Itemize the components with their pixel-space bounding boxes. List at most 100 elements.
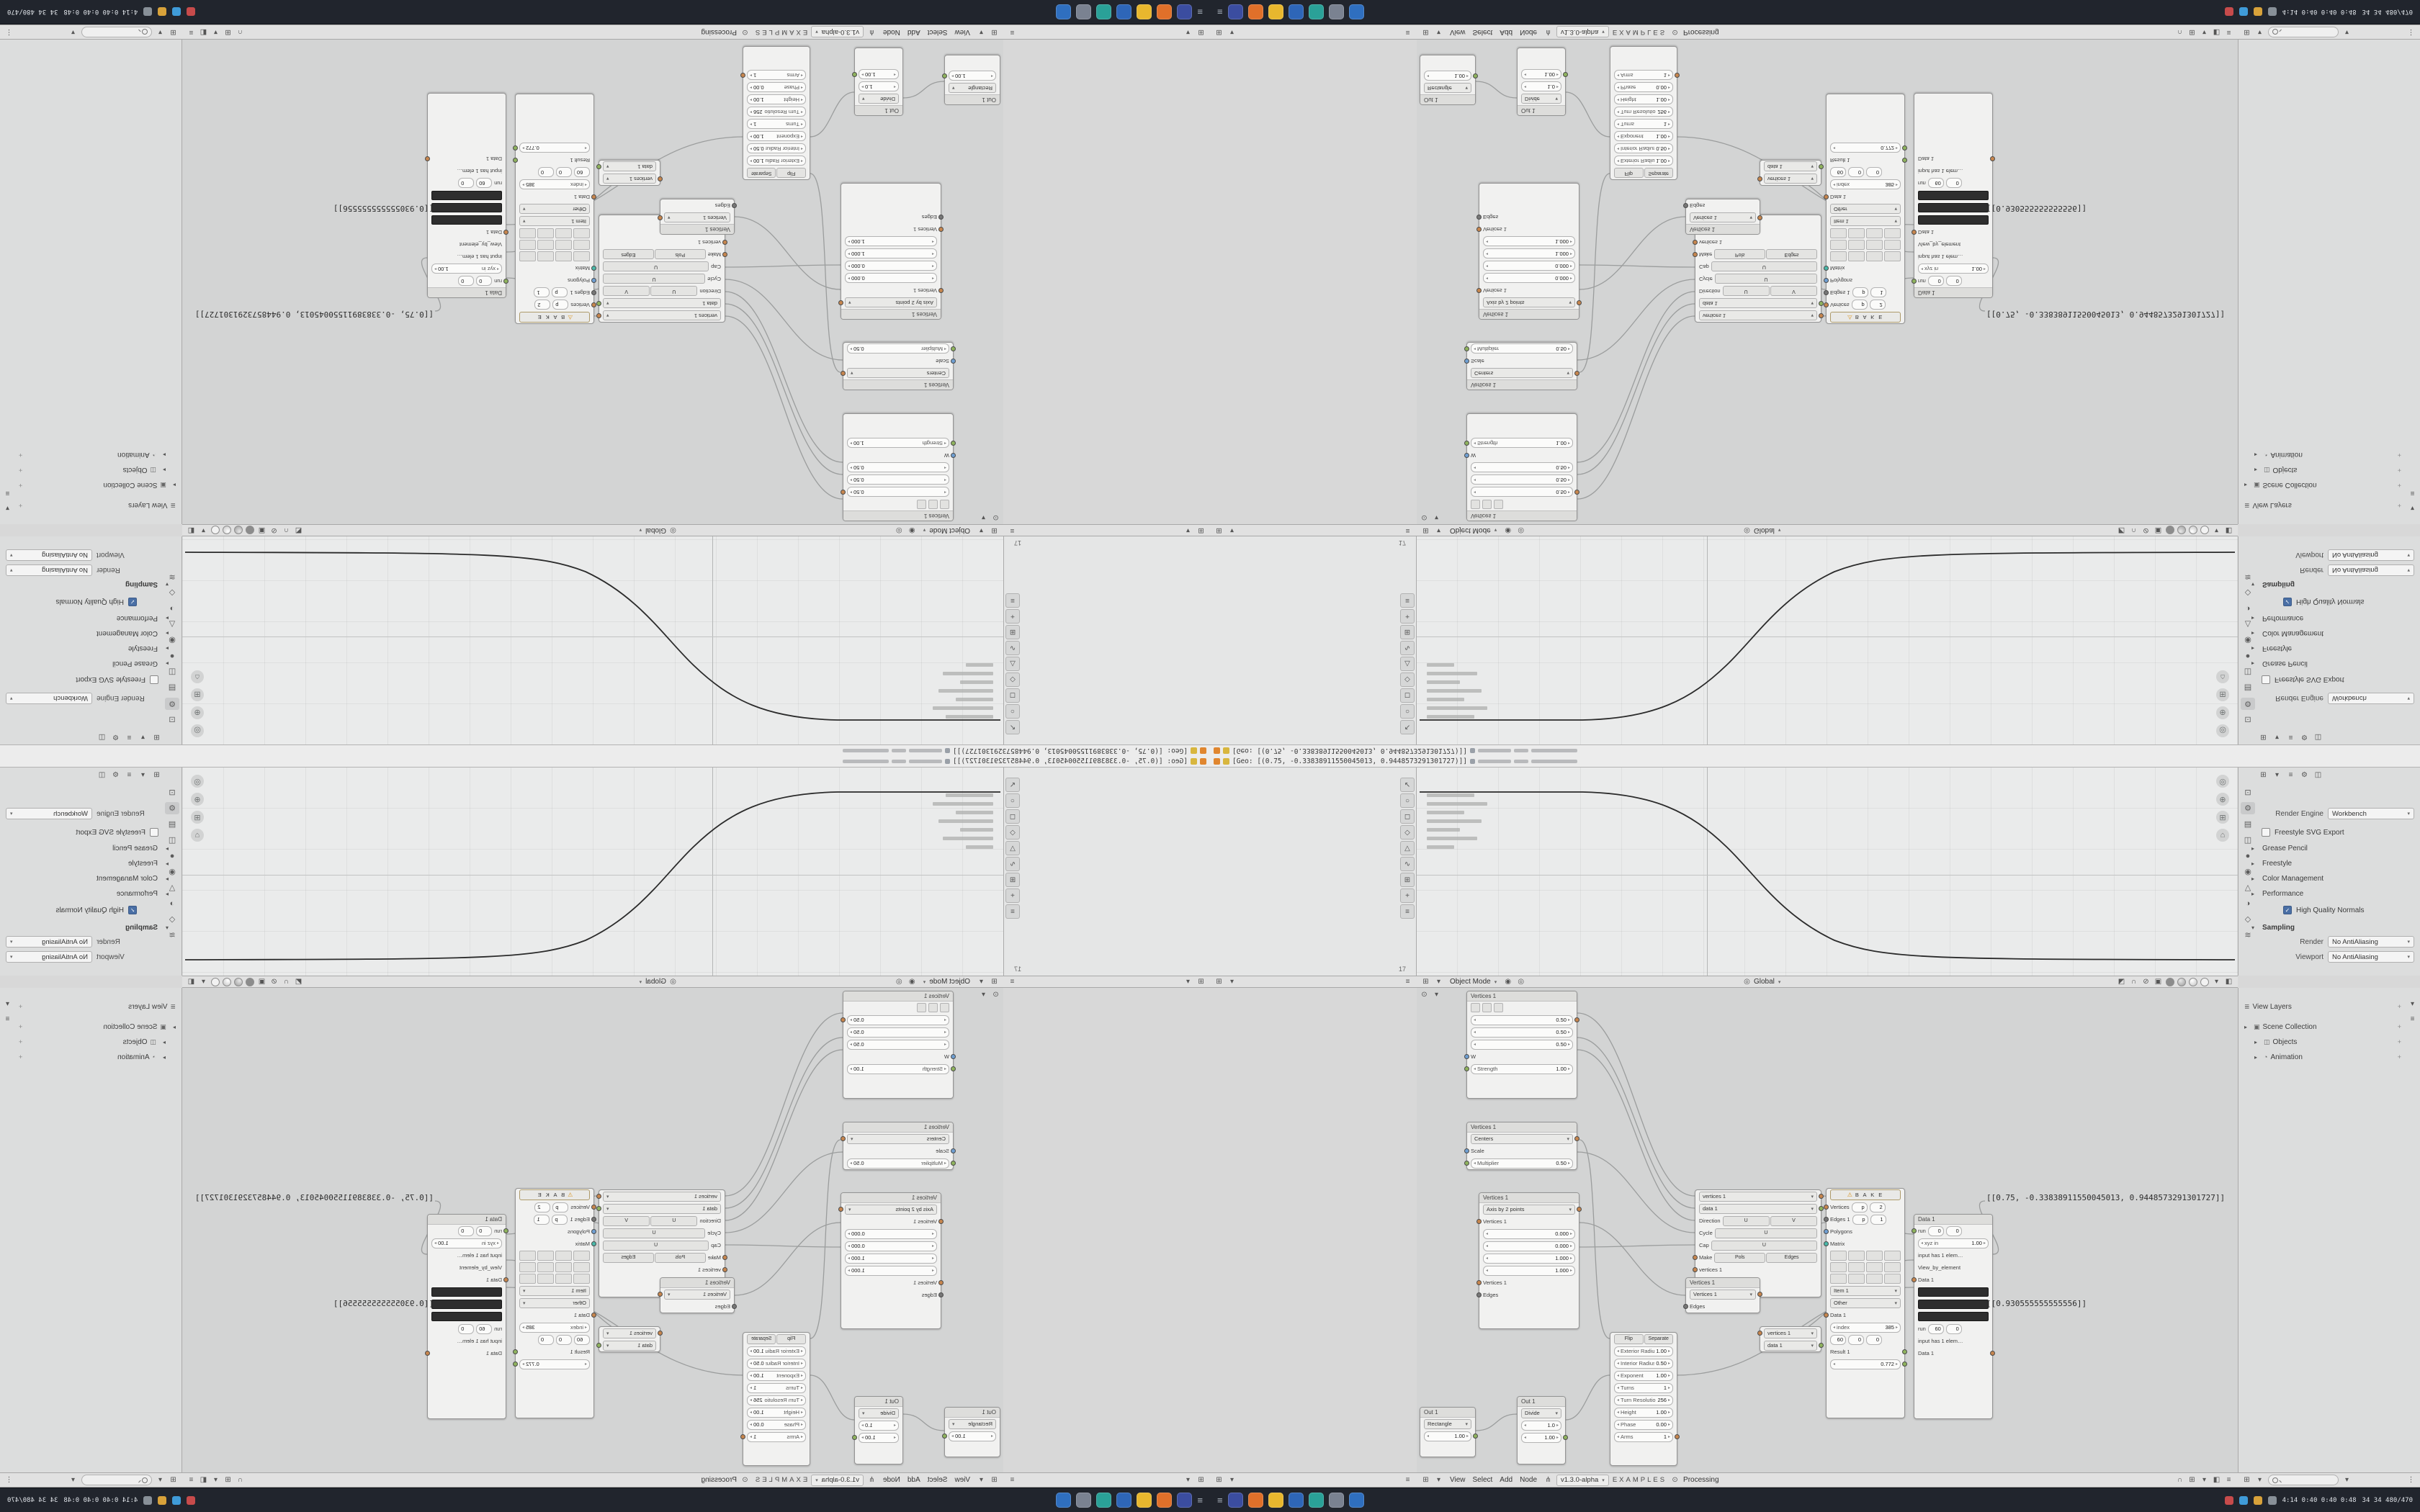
shading-rendered-icon[interactable] <box>211 526 220 535</box>
shading-material-icon[interactable] <box>2189 977 2197 986</box>
number-field[interactable]: 60 <box>574 1334 590 1345</box>
chevron-down-icon[interactable]: ▾ <box>1434 991 1439 999</box>
nav-axis-gizmo[interactable]: ◎ <box>191 724 204 737</box>
number-field[interactable]: ◂0.000▸ <box>845 273 937 284</box>
decrement-arrow-icon[interactable]: ◂ <box>1617 73 1620 77</box>
outliner-row[interactable]: ▸▣Scene Collection+ <box>19 1021 176 1032</box>
menu-add[interactable]: Add <box>1500 28 1513 36</box>
tool-select-icon[interactable]: ↖ <box>1400 720 1415 734</box>
tool-select-icon[interactable]: ↖ <box>1400 778 1415 792</box>
toggle-button[interactable]: Flip <box>776 1333 806 1344</box>
chevron-down-icon[interactable]: ▾ <box>140 733 145 741</box>
editor-type-icon[interactable]: ⊞ <box>1198 1476 1204 1484</box>
decrement-arrow-icon[interactable]: ◂ <box>1617 1435 1620 1439</box>
antialiasing-dropdown[interactable]: No AntiAliasing▾ <box>2328 549 2414 561</box>
increment-arrow-icon[interactable]: ▸ <box>1667 1374 1670 1378</box>
increment-arrow-icon[interactable]: ▸ <box>1466 1434 1469 1439</box>
number-field[interactable]: 0 <box>1866 167 1882 178</box>
toggle-button[interactable]: Edges <box>1766 249 1817 260</box>
number-field[interactable]: ◂0.000▸ <box>1483 1228 1575 1239</box>
dropdown[interactable]: vertices 1▾ <box>603 310 721 321</box>
taskbar-app-icon[interactable] <box>1096 1493 1112 1508</box>
decrement-arrow-icon[interactable]: ◂ <box>1833 1326 1836 1330</box>
chevron-right-icon[interactable]: ▸ <box>162 1053 166 1061</box>
decrement-arrow-icon[interactable]: ◂ <box>1486 1269 1489 1273</box>
section-performance[interactable]: ▸Performance <box>2251 613 2414 624</box>
number-field[interactable]: 0 <box>1945 178 1962 189</box>
chevron-right-icon[interactable]: ▸ <box>2244 1023 2248 1030</box>
input-socket[interactable] <box>503 1277 508 1282</box>
row-visibility-icon[interactable]: + <box>19 467 23 474</box>
editor-type-icon[interactable]: ⊞ <box>1422 28 1429 36</box>
increment-arrow-icon[interactable]: ▸ <box>850 490 853 494</box>
decrement-arrow-icon[interactable]: ◂ <box>931 1256 934 1261</box>
dropdown[interactable]: Centers▾ <box>847 1133 949 1144</box>
increment-arrow-icon[interactable]: ▸ <box>1567 1030 1570 1035</box>
increment-arrow-icon[interactable]: ▸ <box>1667 1362 1670 1366</box>
orientation-dropdown[interactable]: ◎ Global ▾ <box>637 526 681 535</box>
magnet-icon[interactable]: ∩ <box>283 526 290 534</box>
increment-arrow-icon[interactable]: ▸ <box>848 1244 851 1248</box>
input-socket[interactable] <box>1693 252 1698 257</box>
sampling-section-row[interactable]: ▾ Sampling <box>6 922 169 933</box>
toggle-button[interactable]: U <box>1711 1240 1817 1251</box>
increment-arrow-icon[interactable]: ▸ <box>1556 72 1559 76</box>
color-swatch[interactable] <box>431 203 502 212</box>
editor-type-icon[interactable]: ⊞ <box>1198 526 1204 534</box>
node-editor[interactable]: ⊙ ▾ Vertices 1◂0.50▸◂0.50▸◂0.50▸W◂Streng… <box>182 988 1003 1472</box>
freestyle-svg-checkbox[interactable] <box>2262 675 2270 684</box>
taskbar-app-icon[interactable] <box>1076 4 1092 19</box>
section-grease-pencil[interactable]: ▸Grease Pencil <box>6 658 169 670</box>
input-socket[interactable] <box>1476 1219 1482 1224</box>
magnet-icon[interactable]: ∩ <box>2130 978 2137 986</box>
options-icon[interactable]: ⚙ <box>112 733 119 741</box>
input-socket[interactable] <box>938 227 944 232</box>
filter-icon[interactable]: ≡ <box>2410 1015 2415 1023</box>
tool-rotate-icon[interactable]: ◇ <box>1400 672 1415 687</box>
increment-arrow-icon[interactable]: ▸ <box>848 239 851 243</box>
output-socket[interactable] <box>841 1136 846 1141</box>
tab-world-icon[interactable]: ◉ <box>2244 868 2251 876</box>
dropdown[interactable]: data 1▾ <box>1764 1340 1817 1351</box>
input-socket[interactable] <box>1757 1331 1762 1336</box>
increment-arrow-icon[interactable]: ▸ <box>1567 1067 1570 1071</box>
filter-icon[interactable]: ≡ <box>2288 771 2293 779</box>
chevron-down-icon[interactable]: ▾ <box>1229 526 1234 534</box>
number-field[interactable]: ◂0.50▸ <box>847 487 949 498</box>
camera-gizmo[interactable]: ⌂ <box>2216 670 2229 683</box>
section-grease-pencil[interactable]: ▸Grease Pencil <box>2251 842 2414 854</box>
toggle-cell[interactable] <box>1866 1262 1883 1272</box>
output-socket[interactable] <box>1990 1351 1995 1356</box>
number-field[interactable]: 60 <box>476 178 493 189</box>
tool-add-icon[interactable]: + <box>1400 609 1415 624</box>
tool-measure-icon[interactable]: ⊞ <box>1400 873 1415 887</box>
increment-arrow-icon[interactable]: ▸ <box>1569 1232 1572 1236</box>
tool-cursor-icon[interactable]: ○ <box>1005 704 1020 719</box>
increment-arrow-icon[interactable]: ▸ <box>750 1398 753 1403</box>
app-launcher-icon[interactable]: ≡ <box>1197 1495 1203 1506</box>
input-socket[interactable] <box>938 215 944 220</box>
dropdown[interactable]: data 1▾ <box>603 1203 721 1214</box>
snap-target-icon[interactable]: ⊞ <box>225 1476 231 1484</box>
output-socket[interactable] <box>1902 158 1907 163</box>
number-field[interactable]: 0 <box>1945 276 1962 287</box>
outliner-search-input[interactable] <box>81 1475 152 1485</box>
decrement-arrow-icon[interactable]: ◂ <box>893 1436 896 1440</box>
input-socket[interactable] <box>938 1280 944 1285</box>
antialiasing-dropdown[interactable]: No AntiAliasing▾ <box>6 936 92 948</box>
increment-arrow-icon[interactable]: ▸ <box>1895 145 1898 150</box>
row-visibility-icon[interactable]: + <box>19 502 23 509</box>
menu-select[interactable]: Select <box>927 28 948 36</box>
editor-type-icon[interactable]: ⊞ <box>1422 526 1429 534</box>
number-field[interactable]: 60 <box>476 1323 493 1334</box>
dropdown[interactable]: Divide▾ <box>1521 1408 1561 1418</box>
toggle-button[interactable]: U <box>650 1215 698 1226</box>
menu-icon[interactable]: ≡ <box>2226 28 2231 36</box>
number-field[interactable]: p <box>1852 1214 1868 1225</box>
input-socket[interactable] <box>1824 1241 1829 1246</box>
input-socket[interactable] <box>951 359 956 364</box>
node-tree-version-dropdown[interactable]: v1.3.0-alpha ▾ <box>1556 1474 1609 1486</box>
